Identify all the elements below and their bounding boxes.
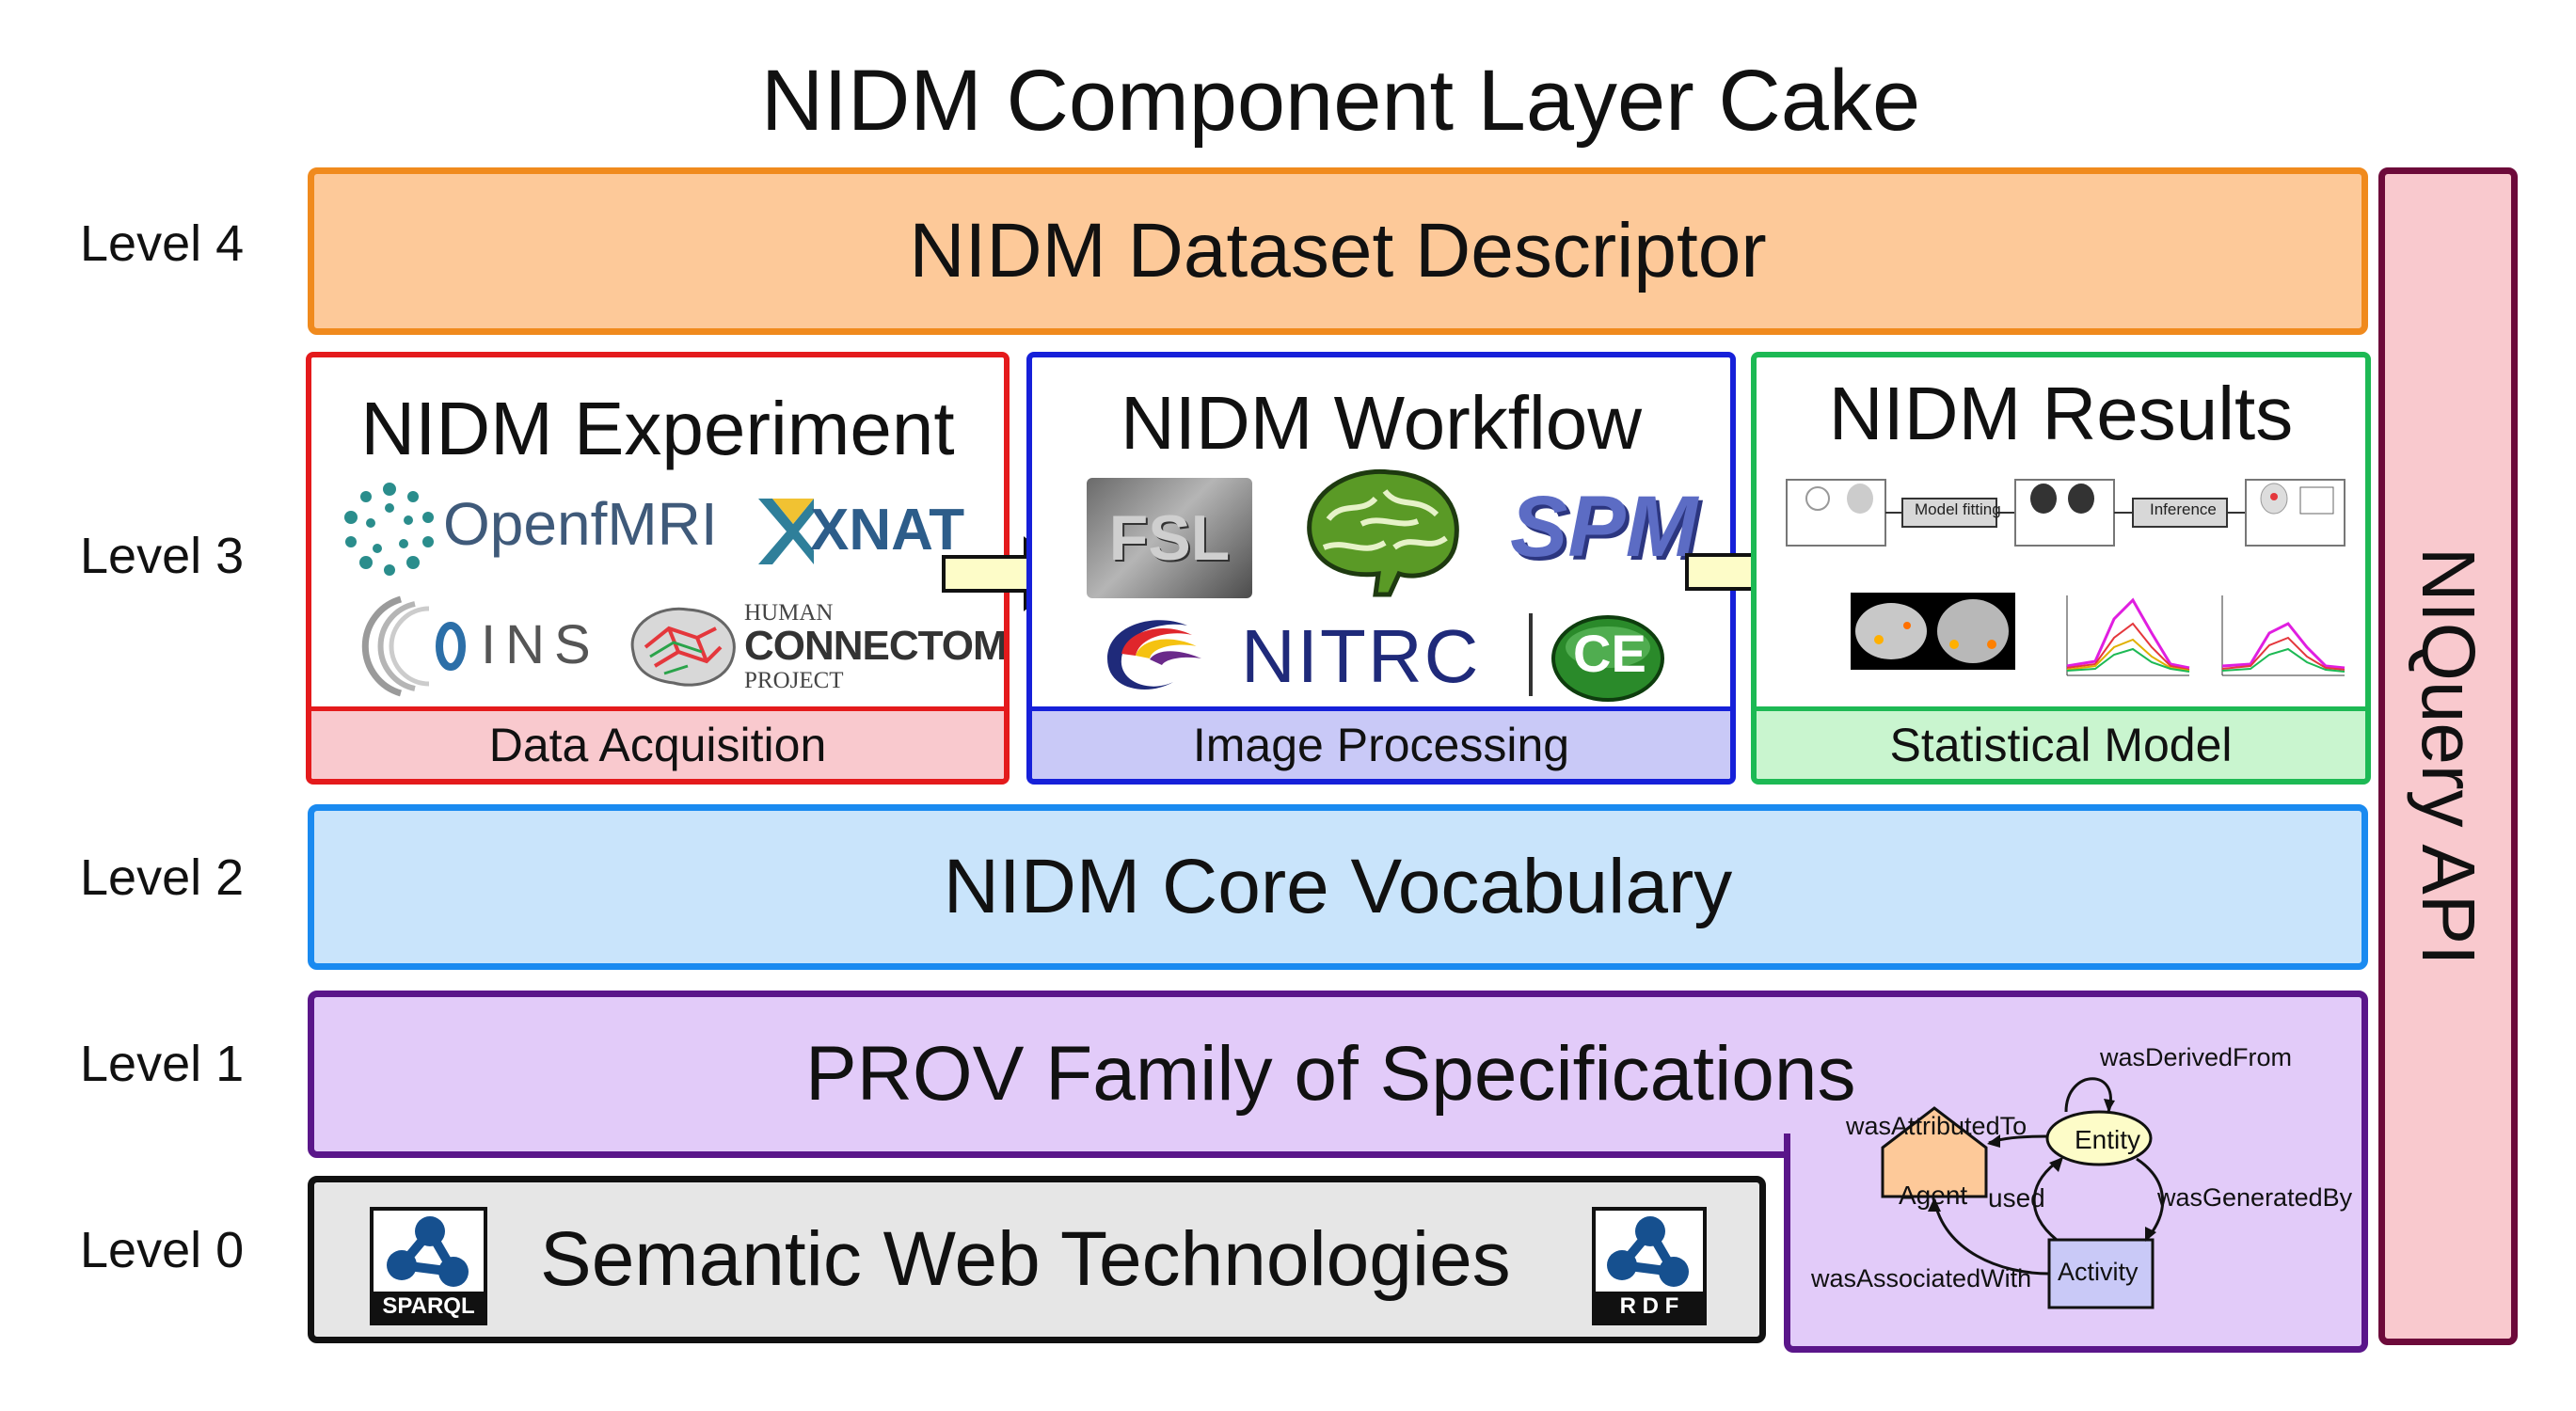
sparql-graph-icon — [387, 1216, 469, 1287]
time-course-plots-icon — [2066, 595, 2345, 676]
fsl-logo-text: FSL — [1108, 502, 1231, 574]
activity-node-label: Activity — [2058, 1258, 2139, 1286]
statistical-model-footer: Statistical Model — [1757, 706, 2365, 779]
was-associated-with-label: wasAssociatedWith — [1811, 1264, 2032, 1292]
level-1-label: Level 1 — [80, 1036, 245, 1092]
green-brain-logo-icon — [1307, 468, 1459, 597]
openfmri-logo-text: OpenfMRI — [443, 490, 718, 558]
rdf-graph-icon — [1607, 1216, 1689, 1287]
hcp-project-text: PROJECT — [744, 668, 844, 693]
hcp-human-text: HUMAN — [744, 600, 834, 626]
level-0-semantic-web: Semantic Web Technologies — [308, 1176, 1766, 1343]
sparql-logo: SPARQL — [370, 1207, 487, 1325]
nidm-experiment-box: NIDM Experiment OpenfMRI XNAT INS HUMAN … — [306, 352, 1010, 785]
level-2-label: Level 2 — [80, 849, 245, 906]
was-generated-by-label: wasGeneratedBy — [2157, 1183, 2353, 1212]
image-processing-text: Image Processing — [1192, 719, 1570, 771]
hcp-connectome-text: CONNECTOME — [744, 623, 1010, 669]
level-2-text: NIDM Core Vocabulary — [943, 844, 1733, 929]
rdf-logo: R D F — [1592, 1207, 1707, 1325]
sparql-label: SPARQL — [374, 1292, 484, 1322]
level-4-dataset-descriptor: NIDM Dataset Descriptor — [308, 167, 2368, 335]
prov-model-diagram-icon — [1881, 1077, 2165, 1309]
nidm-results-title: NIDM Results — [1828, 372, 2294, 455]
results-flow-diagram-icon — [1786, 479, 2345, 547]
inference-label: Inference — [2150, 500, 2217, 518]
oins-logo-text: INS — [481, 614, 600, 675]
spm-logo-text: SPM — [1510, 479, 1698, 575]
was-attributed-to-label: wasAttributedTo — [1846, 1112, 2027, 1140]
statistical-model-text: Statistical Model — [1889, 719, 2233, 771]
nidm-workflow-title: NIDM Workflow — [1120, 381, 1643, 465]
brain-slice-icon — [1855, 599, 2009, 663]
oins-logo-icon — [361, 595, 466, 697]
nidm-experiment-title: NIDM Experiment — [360, 387, 955, 470]
level-1-prov-family: PROV Family of Specifications — [308, 991, 2368, 1158]
used-label: used — [1988, 1183, 2045, 1213]
niquery-api-bar: NIQuery API — [2378, 167, 2518, 1345]
nidm-workflow-box: NIDM Workflow FSL SPM NITRC CE Image Pro… — [1026, 352, 1736, 785]
brain-connectome-icon — [630, 607, 736, 687]
nitrc-swirl-icon — [1107, 620, 1201, 690]
was-derived-from-label: wasDerivedFrom — [2100, 1043, 2293, 1071]
level-2-core-vocabulary: NIDM Core Vocabulary — [308, 804, 2368, 970]
fsl-logo: FSL — [1087, 478, 1252, 598]
level-4-text: NIDM Dataset Descriptor — [909, 208, 1767, 293]
level-0-label: Level 0 — [80, 1222, 245, 1278]
image-processing-footer: Image Processing — [1032, 706, 1730, 779]
diagram-title: NIDM Component Layer Cake — [760, 53, 1921, 149]
data-acquisition-footer: Data Acquisition — [311, 706, 1004, 779]
xnat-logo-icon — [758, 499, 814, 564]
ce-logo-icon — [1551, 615, 1664, 702]
entity-node-label: Entity — [2075, 1125, 2141, 1154]
openfmri-logo-icon — [344, 483, 434, 576]
rdf-label: R D F — [1596, 1292, 1703, 1322]
level-1-text: PROV Family of Specifications — [805, 1031, 1856, 1117]
nidm-results-box: NIDM Results Model fitting Inference — [1751, 352, 2371, 785]
nitrc-logo-text: NITRC — [1241, 614, 1481, 698]
data-acquisition-text: Data Acquisition — [488, 719, 827, 771]
xnat-logo-text: XNAT — [810, 498, 965, 563]
model-fitting-label: Model fitting — [1915, 500, 2001, 518]
level-3-label: Level 3 — [80, 528, 245, 584]
level-4-label: Level 4 — [80, 215, 245, 272]
niquery-api-text: NIQuery API — [2407, 547, 2490, 966]
ce-logo-text: CE — [1573, 624, 1646, 683]
logo-divider — [1529, 613, 1533, 696]
level-0-text: Semantic Web Technologies — [540, 1216, 1511, 1302]
agent-node-label: Agent — [1899, 1181, 1968, 1210]
